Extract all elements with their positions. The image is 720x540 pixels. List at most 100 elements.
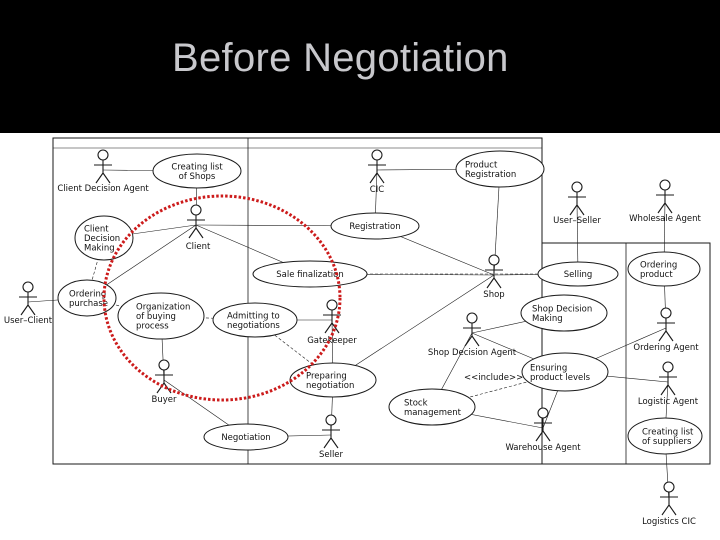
use-case-label: Ensuring: [530, 363, 567, 373]
use-case-ellipse: [388, 388, 476, 426]
use-case-label: Product: [465, 160, 498, 170]
actor-head: [326, 299, 338, 311]
use-case-negotiation: Negotiation: [203, 423, 289, 451]
actor-body: [534, 418, 552, 442]
actor-label: Client Decision Agent: [57, 184, 149, 194]
use-case-ellipse: [330, 212, 420, 240]
actor-head: [537, 407, 549, 419]
actor-client-decision-agent: Client Decision Agent: [57, 149, 149, 194]
use-case-label: process: [136, 322, 169, 332]
actor-body: [155, 370, 173, 394]
use-case-label: management: [404, 408, 462, 418]
use-case-label: of suppliers: [642, 437, 692, 447]
use-case-label: purchase: [69, 299, 108, 309]
actor-label: Ordering Agent: [633, 343, 699, 353]
actor-body: [368, 160, 386, 184]
actor-body: [322, 425, 340, 449]
use-case-label: of buying: [136, 312, 176, 322]
highlight-circle: [102, 194, 342, 402]
actor-label: Gatekeeper: [307, 336, 357, 346]
slide-title: Before Negotiation: [172, 36, 509, 80]
actor-buyer: Buyer: [152, 359, 177, 405]
actor-body: [656, 190, 674, 214]
use-case-ellipse: [203, 423, 289, 451]
use-case-label: Stock: [404, 398, 428, 408]
use-case-sale-finalization: Sale finalization: [252, 260, 368, 288]
actor-label: Logistics CIC: [642, 517, 696, 527]
use-case-label: product: [640, 270, 673, 280]
actor-seller: Seller: [319, 414, 344, 460]
actor-label: User–Seller: [553, 216, 601, 226]
actor-head: [663, 481, 675, 493]
use-case-registration: Registration: [330, 212, 420, 240]
actor-head: [662, 361, 674, 373]
actor-body: [187, 215, 205, 239]
actor-head: [659, 179, 671, 191]
use-case-label: Preparing: [306, 371, 347, 381]
actor-label: CIC: [370, 185, 384, 195]
use-case-label: negotiation: [306, 381, 354, 391]
actor-head: [371, 149, 383, 161]
actor-label: Buyer: [152, 395, 177, 405]
use-case-label: product levels: [530, 373, 591, 383]
use-case-label: negotiations: [227, 321, 280, 331]
use-case-ellipse: [455, 150, 545, 188]
actor-head: [488, 254, 500, 266]
actor-body: [94, 160, 112, 184]
actor-client: Client: [186, 204, 211, 252]
actor-label: Shop: [483, 290, 504, 300]
use-case-label: Selling: [564, 270, 593, 280]
actor-logistics-cic: Logistics CIC: [642, 481, 696, 527]
actor-label: Client: [186, 242, 211, 252]
highlight-layer: [102, 194, 342, 402]
use-case-label: Shop Decision: [532, 304, 592, 314]
actor-gatekeeper: Gatekeeper: [307, 299, 357, 346]
use-case-label: Making: [532, 314, 563, 324]
actor-body: [485, 265, 503, 289]
actor-body: [19, 292, 37, 316]
actor-body: [323, 310, 341, 334]
actor-warehouse-agent: Warehouse Agent: [505, 407, 581, 453]
use-case-selling: Selling: [537, 261, 619, 287]
use-case-ellipse: [252, 260, 368, 288]
use-case-ellipse: [627, 417, 703, 455]
use-case-label: Registration: [465, 170, 516, 180]
actor-label: Logistic Agent: [638, 397, 699, 407]
use-case-ellipse: [521, 352, 609, 392]
actor-label: Seller: [319, 450, 344, 460]
actor-body: [568, 192, 586, 216]
use-case-ellipse: [117, 292, 205, 340]
actor-user-seller: User–Seller: [553, 181, 601, 226]
use-case-label: Sale finalization: [276, 270, 344, 280]
actor-body: [463, 323, 481, 347]
actor-head: [190, 204, 202, 216]
actor-label: Wholesale Agent: [629, 214, 701, 224]
actor-body: [660, 492, 678, 516]
use-case-ellipse: [57, 279, 117, 317]
use-case-ellipse: [627, 251, 701, 287]
actor-user-client: User–Client: [4, 281, 53, 326]
actor-head: [97, 149, 109, 161]
actor-head: [158, 359, 170, 371]
use-case-label: Creating list: [642, 427, 694, 437]
actor-cic: CIC: [368, 149, 386, 195]
use-case-label: Registration: [349, 222, 400, 232]
actor-head: [325, 414, 337, 426]
use-case-label: Creating list: [171, 162, 223, 172]
actor-head: [22, 281, 34, 293]
use-case-label: Decision: [84, 234, 120, 244]
use-case-label: Organization: [136, 303, 190, 313]
use-case-label: Client: [84, 225, 109, 235]
actor-head: [466, 312, 478, 324]
slide-header: Before Negotiation: [0, 0, 720, 133]
use-case-ellipse: [152, 153, 242, 189]
